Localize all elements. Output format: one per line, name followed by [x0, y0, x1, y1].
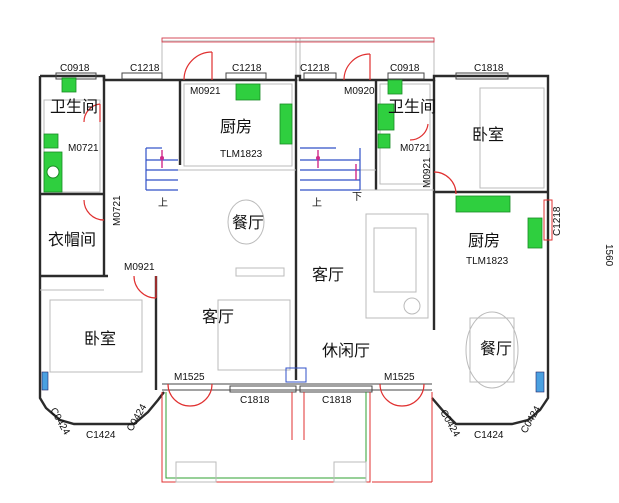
code-c1218-c: C1218	[300, 63, 330, 74]
stair-right	[300, 147, 361, 191]
stair-left	[145, 147, 178, 191]
code-m0721-b: M0721	[400, 143, 431, 154]
room-labels: 卫生间 卫生间 厨房 厨房 卧室 卧室 餐厅 餐厅 衣帽间 客厅 客厅 休闲厅	[48, 97, 512, 360]
code-c1218-a: C1218	[130, 63, 160, 74]
outer-walls	[38, 74, 550, 426]
code-c1218-b: C1218	[232, 63, 262, 74]
code-c0424-d: C0424	[519, 404, 543, 435]
room-label-living-mid: 客厅	[312, 265, 344, 284]
code-c1424-b: C1424	[474, 430, 504, 441]
code-c1818-top: C1818	[474, 63, 504, 74]
room-label-kitchen-right: 厨房	[468, 231, 500, 250]
stair-label-c: 下	[352, 192, 362, 203]
porch	[161, 392, 433, 483]
code-tlm-a: TLM1823	[220, 149, 263, 160]
stair-label-b: 上	[312, 197, 322, 209]
upper-outline	[161, 37, 435, 81]
code-m1525-b: M1525	[384, 372, 415, 383]
code-m0921-c: M0921	[422, 157, 433, 188]
code-c0918-a: C0918	[60, 63, 90, 74]
room-label-living-left: 客厅	[202, 307, 234, 326]
code-m0921-a: M0921	[190, 86, 221, 97]
code-c0424-b: C0424	[125, 402, 149, 433]
code-m1525-a: M1525	[174, 372, 205, 383]
room-label-bedroom-top-right: 卧室	[472, 125, 504, 144]
code-m0721-a: M0721	[68, 143, 99, 154]
code-edge: 1560	[603, 244, 614, 267]
windows	[41, 72, 553, 393]
room-label-bath-left: 卫生间	[50, 97, 98, 116]
room-label-kitchen-mid: 厨房	[220, 117, 252, 136]
furniture	[227, 199, 519, 389]
code-m0921-b: M0921	[124, 262, 155, 273]
code-m0920: M0920	[344, 86, 375, 97]
code-m0721-c: M0721	[112, 195, 123, 226]
room-label-dining-right: 餐厅	[480, 339, 512, 358]
fixtures	[43, 77, 543, 249]
room-label-bath-right: 卫生间	[388, 97, 436, 116]
code-tlm-b: TLM1823	[466, 256, 509, 267]
code-c1818-a: C1818	[240, 395, 270, 406]
code-c1424-a: C1424	[86, 430, 116, 441]
code-c1818-b: C1818	[322, 395, 352, 406]
room-label-bedroom-left: 卧室	[84, 329, 116, 348]
room-label-dining-mid: 餐厅	[232, 213, 264, 232]
room-label-leisure: 休闲厅	[322, 341, 370, 360]
code-c1218-side: C1218	[552, 206, 563, 236]
doors	[83, 51, 457, 407]
code-c0918-b: C0918	[390, 63, 420, 74]
stair-label-a: 上	[158, 197, 168, 209]
room-label-cloakroom: 衣帽间	[48, 230, 96, 249]
